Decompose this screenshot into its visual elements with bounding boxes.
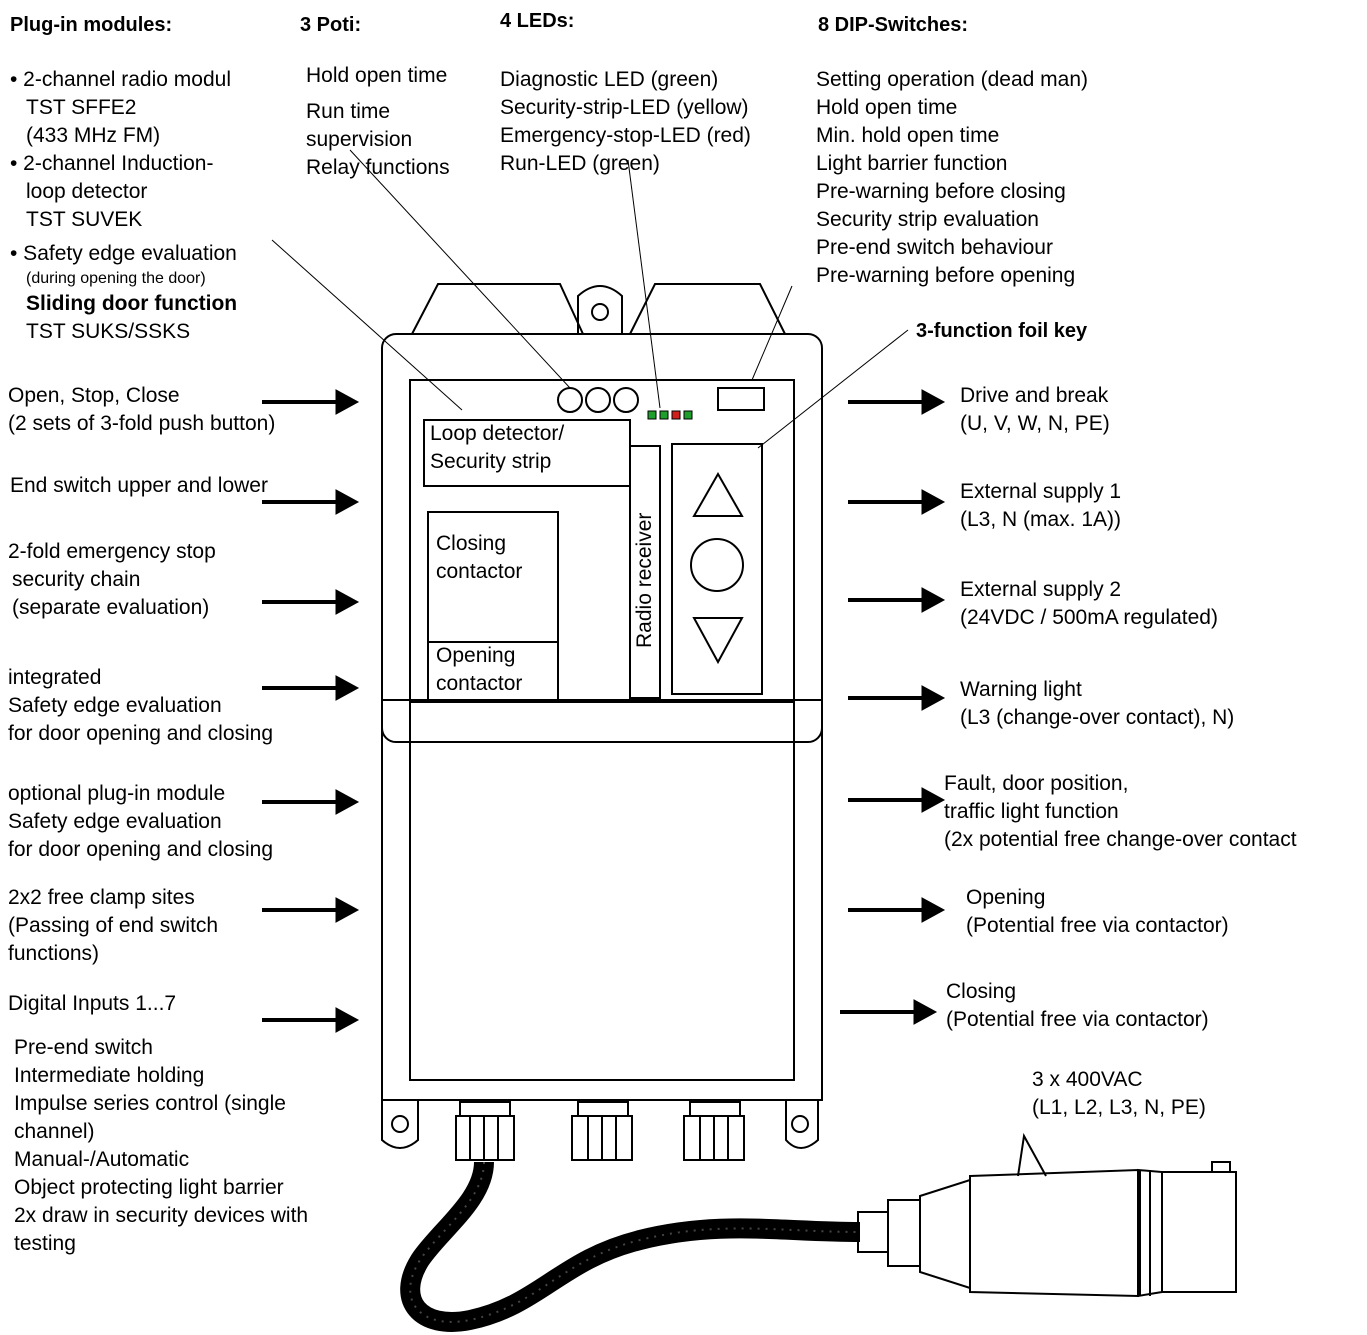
power-cable	[400, 1161, 861, 1332]
led-3	[671, 410, 681, 420]
output-external-supply-1: External supply 1(L3, N (max. 1A))	[960, 480, 1122, 531]
gland-2	[571, 1101, 633, 1161]
output-warning-light: Warning light(L3 (change-over contact), …	[960, 678, 1235, 729]
led-4	[683, 410, 693, 420]
foil-key-panel	[671, 443, 763, 695]
arrow-head-7	[335, 1007, 360, 1033]
arrow-head-14	[913, 999, 938, 1025]
poti-2	[585, 387, 611, 413]
arrow-head-4	[335, 675, 360, 701]
gland-1	[455, 1101, 515, 1161]
stop-key	[690, 538, 744, 592]
input-open-stop-close: Open, Stop, Close(2 sets of 3-fold push …	[8, 384, 276, 435]
digital-input-list: Pre-end switch Intermediate holding Impu…	[14, 1036, 309, 1255]
led-2	[659, 410, 669, 420]
led-group	[647, 410, 693, 420]
output-drive-break: Drive and break(U, V, W, N, PE)	[960, 384, 1110, 435]
top-mount-tab	[577, 285, 623, 334]
arrow-head-6	[335, 897, 360, 923]
poti-list: Hold open time Run time supervision Rela…	[306, 64, 450, 179]
poti-header: 3 Poti:	[300, 14, 362, 36]
arrow-head-8	[921, 389, 946, 415]
bottom-ear-left	[381, 1100, 419, 1149]
arrow-head-13	[921, 897, 946, 923]
input-end-switch: End switch upper and lower	[10, 474, 268, 497]
down-arrow-key	[692, 617, 744, 665]
arrow-head-11	[921, 685, 946, 711]
arrow-head-12	[921, 787, 946, 813]
radio-receiver-label: Radio receiver	[633, 512, 656, 648]
opening-contactor-box	[427, 641, 559, 703]
plugin-module-radio: • 2-channel radio modul TST SFFE2 (433 M…	[10, 68, 231, 147]
input-emergency-stop: 2-fold emergency stop security chain (se…	[8, 540, 216, 619]
top-cap-left	[411, 283, 584, 335]
top-mount-hole	[591, 303, 609, 321]
plugin-module-safety-edge: • Safety edge evaluation (during opening…	[10, 242, 238, 343]
arrow-head-3	[335, 589, 360, 615]
arrow-head-1	[335, 389, 360, 415]
arrow-head-10	[921, 587, 946, 613]
output-external-supply-2: External supply 2(24VDC / 500mA regulate…	[960, 578, 1218, 629]
bottom-ear-right	[785, 1100, 819, 1149]
foil-key-label: 3-function foil key	[916, 320, 1088, 342]
output-closing: Closing(Potential free via contactor)	[946, 980, 1209, 1031]
arrow-group	[262, 389, 946, 1033]
up-arrow-key	[692, 471, 744, 517]
arrow-head-9	[921, 489, 946, 515]
enclosure-lower	[381, 699, 823, 1101]
enclosure-outer	[381, 333, 823, 743]
output-fault: Fault, door position,traffic light funct…	[944, 772, 1297, 851]
top-cap-right	[629, 283, 786, 335]
leds-header: 4 LEDs:	[500, 10, 575, 32]
board-frame	[409, 379, 795, 1081]
poti-3	[613, 387, 639, 413]
plugin-module-loop: • 2-channel Induction- loop detector TST…	[10, 152, 214, 231]
poti-1	[557, 387, 583, 413]
led-list: Diagnostic LED (green) Security-strip-LE…	[500, 68, 751, 175]
gland-3	[683, 1101, 745, 1161]
led-1	[647, 410, 657, 420]
dip-switches-header: 8 DIP-Switches:	[818, 14, 969, 36]
arrow-head-2	[335, 489, 360, 515]
dip-switch-list: Setting operation (dead man) Hold open t…	[816, 68, 1089, 287]
output-opening: Opening(Potential free via contactor)	[966, 886, 1229, 937]
input-digital: Digital Inputs 1...7	[8, 992, 177, 1015]
arrow-head-5	[335, 789, 360, 815]
loop-detector-label: Loop detector/Security strip	[430, 422, 565, 473]
radio-receiver-strip	[629, 445, 661, 699]
supply-label: 3 x 400VAC(L1, L2, L3, N, PE)	[1032, 1068, 1206, 1119]
plugin-modules-header: Plug-in modules:	[10, 14, 173, 36]
dip-switch-block	[717, 387, 765, 411]
input-clamp-sites: 2x2 free clamp sites(Passing of end swit…	[8, 886, 219, 965]
cee-plug	[857, 1132, 1237, 1298]
